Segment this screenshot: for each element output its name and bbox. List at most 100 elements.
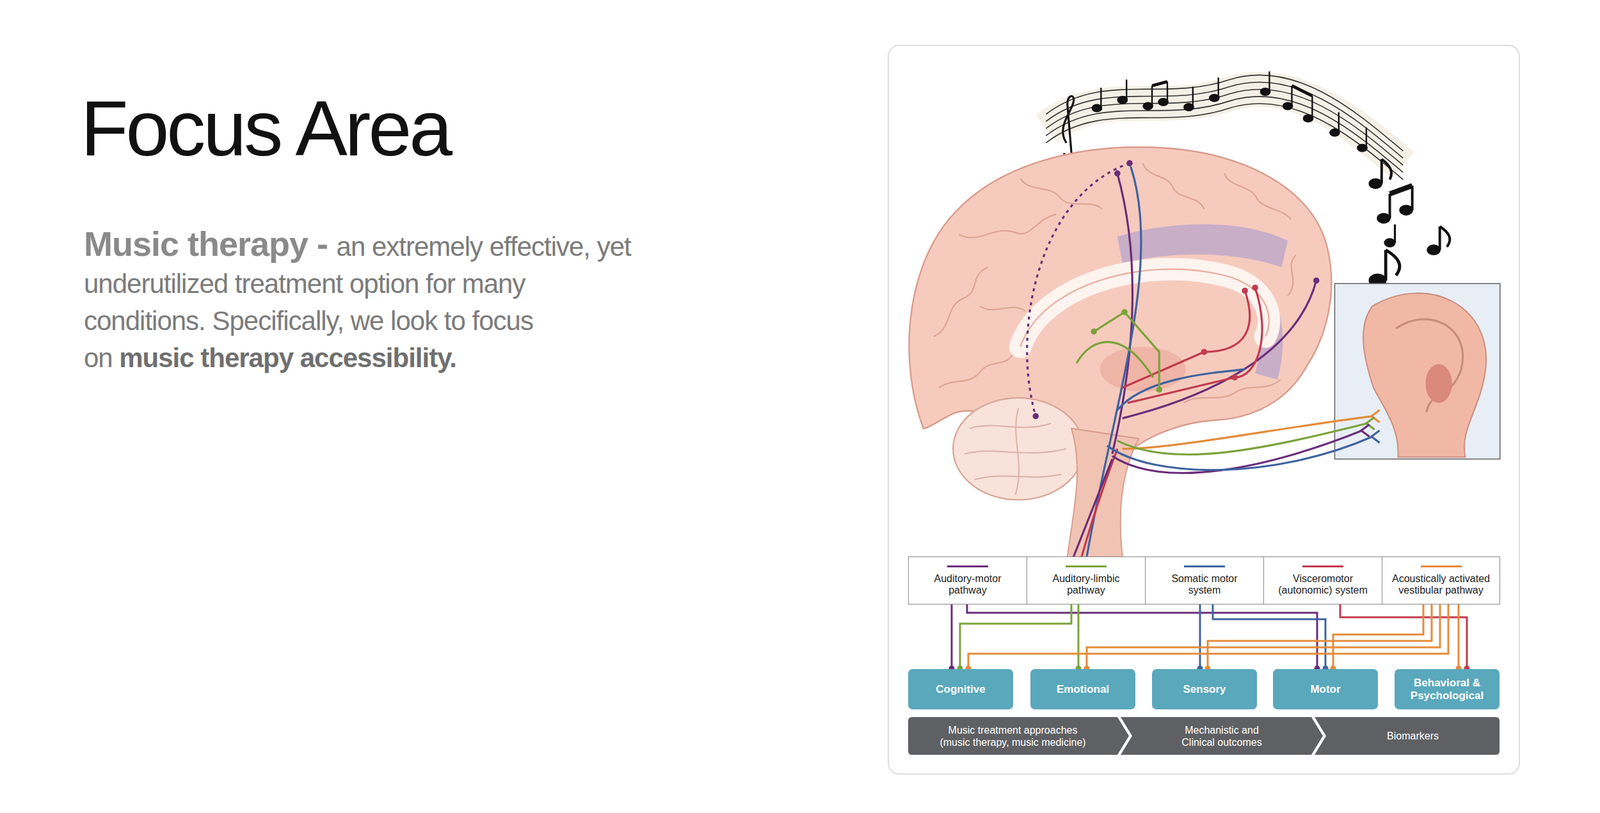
thalamus <box>1100 346 1186 392</box>
outcome-label: Sensory <box>1178 683 1230 697</box>
pathway-line <box>1117 423 1368 456</box>
note-stem <box>1388 193 1392 219</box>
cerebellum-folds <box>964 408 1067 496</box>
connector-line <box>968 604 1449 670</box>
slide-title: Focus Area <box>80 89 450 168</box>
outcome-box: Emotional <box>1030 669 1136 710</box>
gyrus-line <box>938 355 1013 388</box>
pathway-dot <box>1126 160 1133 167</box>
pathway-line <box>1027 163 1130 416</box>
pathway-connector <box>1456 604 1462 672</box>
note-head <box>1184 103 1193 111</box>
paragraph-text: music therapy accessibility. <box>119 343 457 374</box>
gyrus-line <box>1183 379 1280 404</box>
brain-gyri <box>933 163 1296 404</box>
pathway-line <box>1081 449 1118 558</box>
pathway-dot <box>1032 413 1040 420</box>
pathway-color-sample <box>1420 565 1462 568</box>
pathway-box: Somatic motor system <box>1144 556 1264 605</box>
chevron-text-group: Mechanistic and Clinical outcomes <box>1173 724 1270 749</box>
pathway-color-sample <box>947 565 989 568</box>
note-stem <box>1100 87 1102 109</box>
note-head <box>1384 238 1396 247</box>
gyrus-line <box>1020 178 1103 210</box>
connector-line <box>1212 604 1326 670</box>
note-head <box>1092 104 1102 112</box>
note-stem <box>1380 159 1384 184</box>
pathway-label: Visceromotor (autonomic) system <box>1272 573 1373 597</box>
pathway-connector <box>1330 604 1424 672</box>
pathway-label: Auditory-limbic pathway <box>1036 573 1136 597</box>
chevron-fill <box>1314 717 1500 756</box>
note-beam <box>1390 185 1413 194</box>
note-head <box>1369 179 1382 189</box>
gyrus-line <box>959 214 1056 238</box>
note-stem <box>1125 79 1128 100</box>
pathway-connector <box>1084 604 1441 672</box>
connector-line <box>1207 604 1432 670</box>
pathway-line <box>1073 459 1113 558</box>
fold-line <box>964 449 1067 455</box>
note-stem <box>1217 77 1220 98</box>
pathway-arrowhead <box>1371 410 1380 423</box>
pathway-dot <box>1313 277 1320 285</box>
note-stem <box>1311 96 1313 119</box>
outcome-box: Behavioral & Psychological <box>1394 669 1500 710</box>
pathway-connector <box>1197 604 1204 672</box>
gyrus-line <box>1143 163 1205 210</box>
note-stem <box>1365 127 1368 148</box>
cerebellum <box>952 398 1084 500</box>
ear-canal <box>1425 364 1452 404</box>
chevron-shape <box>908 717 1129 756</box>
pathway-line <box>1122 280 1317 419</box>
brainstem <box>1067 428 1140 558</box>
gyrus-line <box>1224 173 1291 220</box>
pathway-dots <box>1032 160 1320 420</box>
note-head <box>1400 205 1413 215</box>
outcome-box: Motor <box>1272 669 1378 710</box>
note-stem <box>1192 87 1194 108</box>
pathway-line <box>1093 312 1160 390</box>
pathway-connector <box>957 604 1072 672</box>
pathway-color-sample <box>1302 565 1344 568</box>
gyrus-line <box>1287 255 1296 297</box>
outcome-label: Cognitive <box>931 683 989 697</box>
note-stem <box>1268 71 1270 93</box>
connector-line <box>1077 604 1080 670</box>
note-beam <box>1291 85 1312 96</box>
pathway-line <box>1122 416 1373 450</box>
pathway-line <box>1112 173 1133 455</box>
note-head <box>1329 129 1339 137</box>
chevron-fill <box>908 717 1129 756</box>
pathway-line <box>1117 369 1245 411</box>
pathway-connector <box>949 604 955 672</box>
fold-line <box>969 423 1052 429</box>
connector-line <box>1086 604 1440 670</box>
outcome-label: Behavioral & Psychological <box>1394 677 1500 703</box>
brain-outline <box>908 147 1332 456</box>
paragraph-text: Music therapy - <box>83 224 328 264</box>
note-stem <box>1411 185 1414 210</box>
pathway-line <box>1107 437 1373 471</box>
pathway-dot <box>1241 288 1248 295</box>
pathway-label: Auditory-motor pathway <box>917 573 1018 597</box>
gyrus-line <box>933 267 989 337</box>
pathway-color-sample <box>1065 565 1107 568</box>
stage-label: Mechanistic and Clinical outcomes <box>1173 724 1270 749</box>
pathway-dot <box>1090 328 1097 336</box>
fold-line <box>1015 408 1019 496</box>
ear-inset <box>1334 283 1500 459</box>
pathway-line <box>1086 166 1142 558</box>
note-flag <box>1440 226 1451 248</box>
pathway-line <box>1112 430 1363 473</box>
treble-clef <box>1063 96 1074 158</box>
chevron-fill <box>1120 717 1323 756</box>
pathway-dot <box>1155 386 1163 393</box>
note-stem <box>1166 81 1168 103</box>
chevron-shape <box>1120 717 1323 756</box>
chevron-text-group: Music treatment approaches (music therap… <box>933 724 1094 749</box>
pathway-dot <box>1114 170 1121 177</box>
note-stem <box>1290 85 1293 107</box>
outcome-label: Emotional <box>1052 683 1113 697</box>
